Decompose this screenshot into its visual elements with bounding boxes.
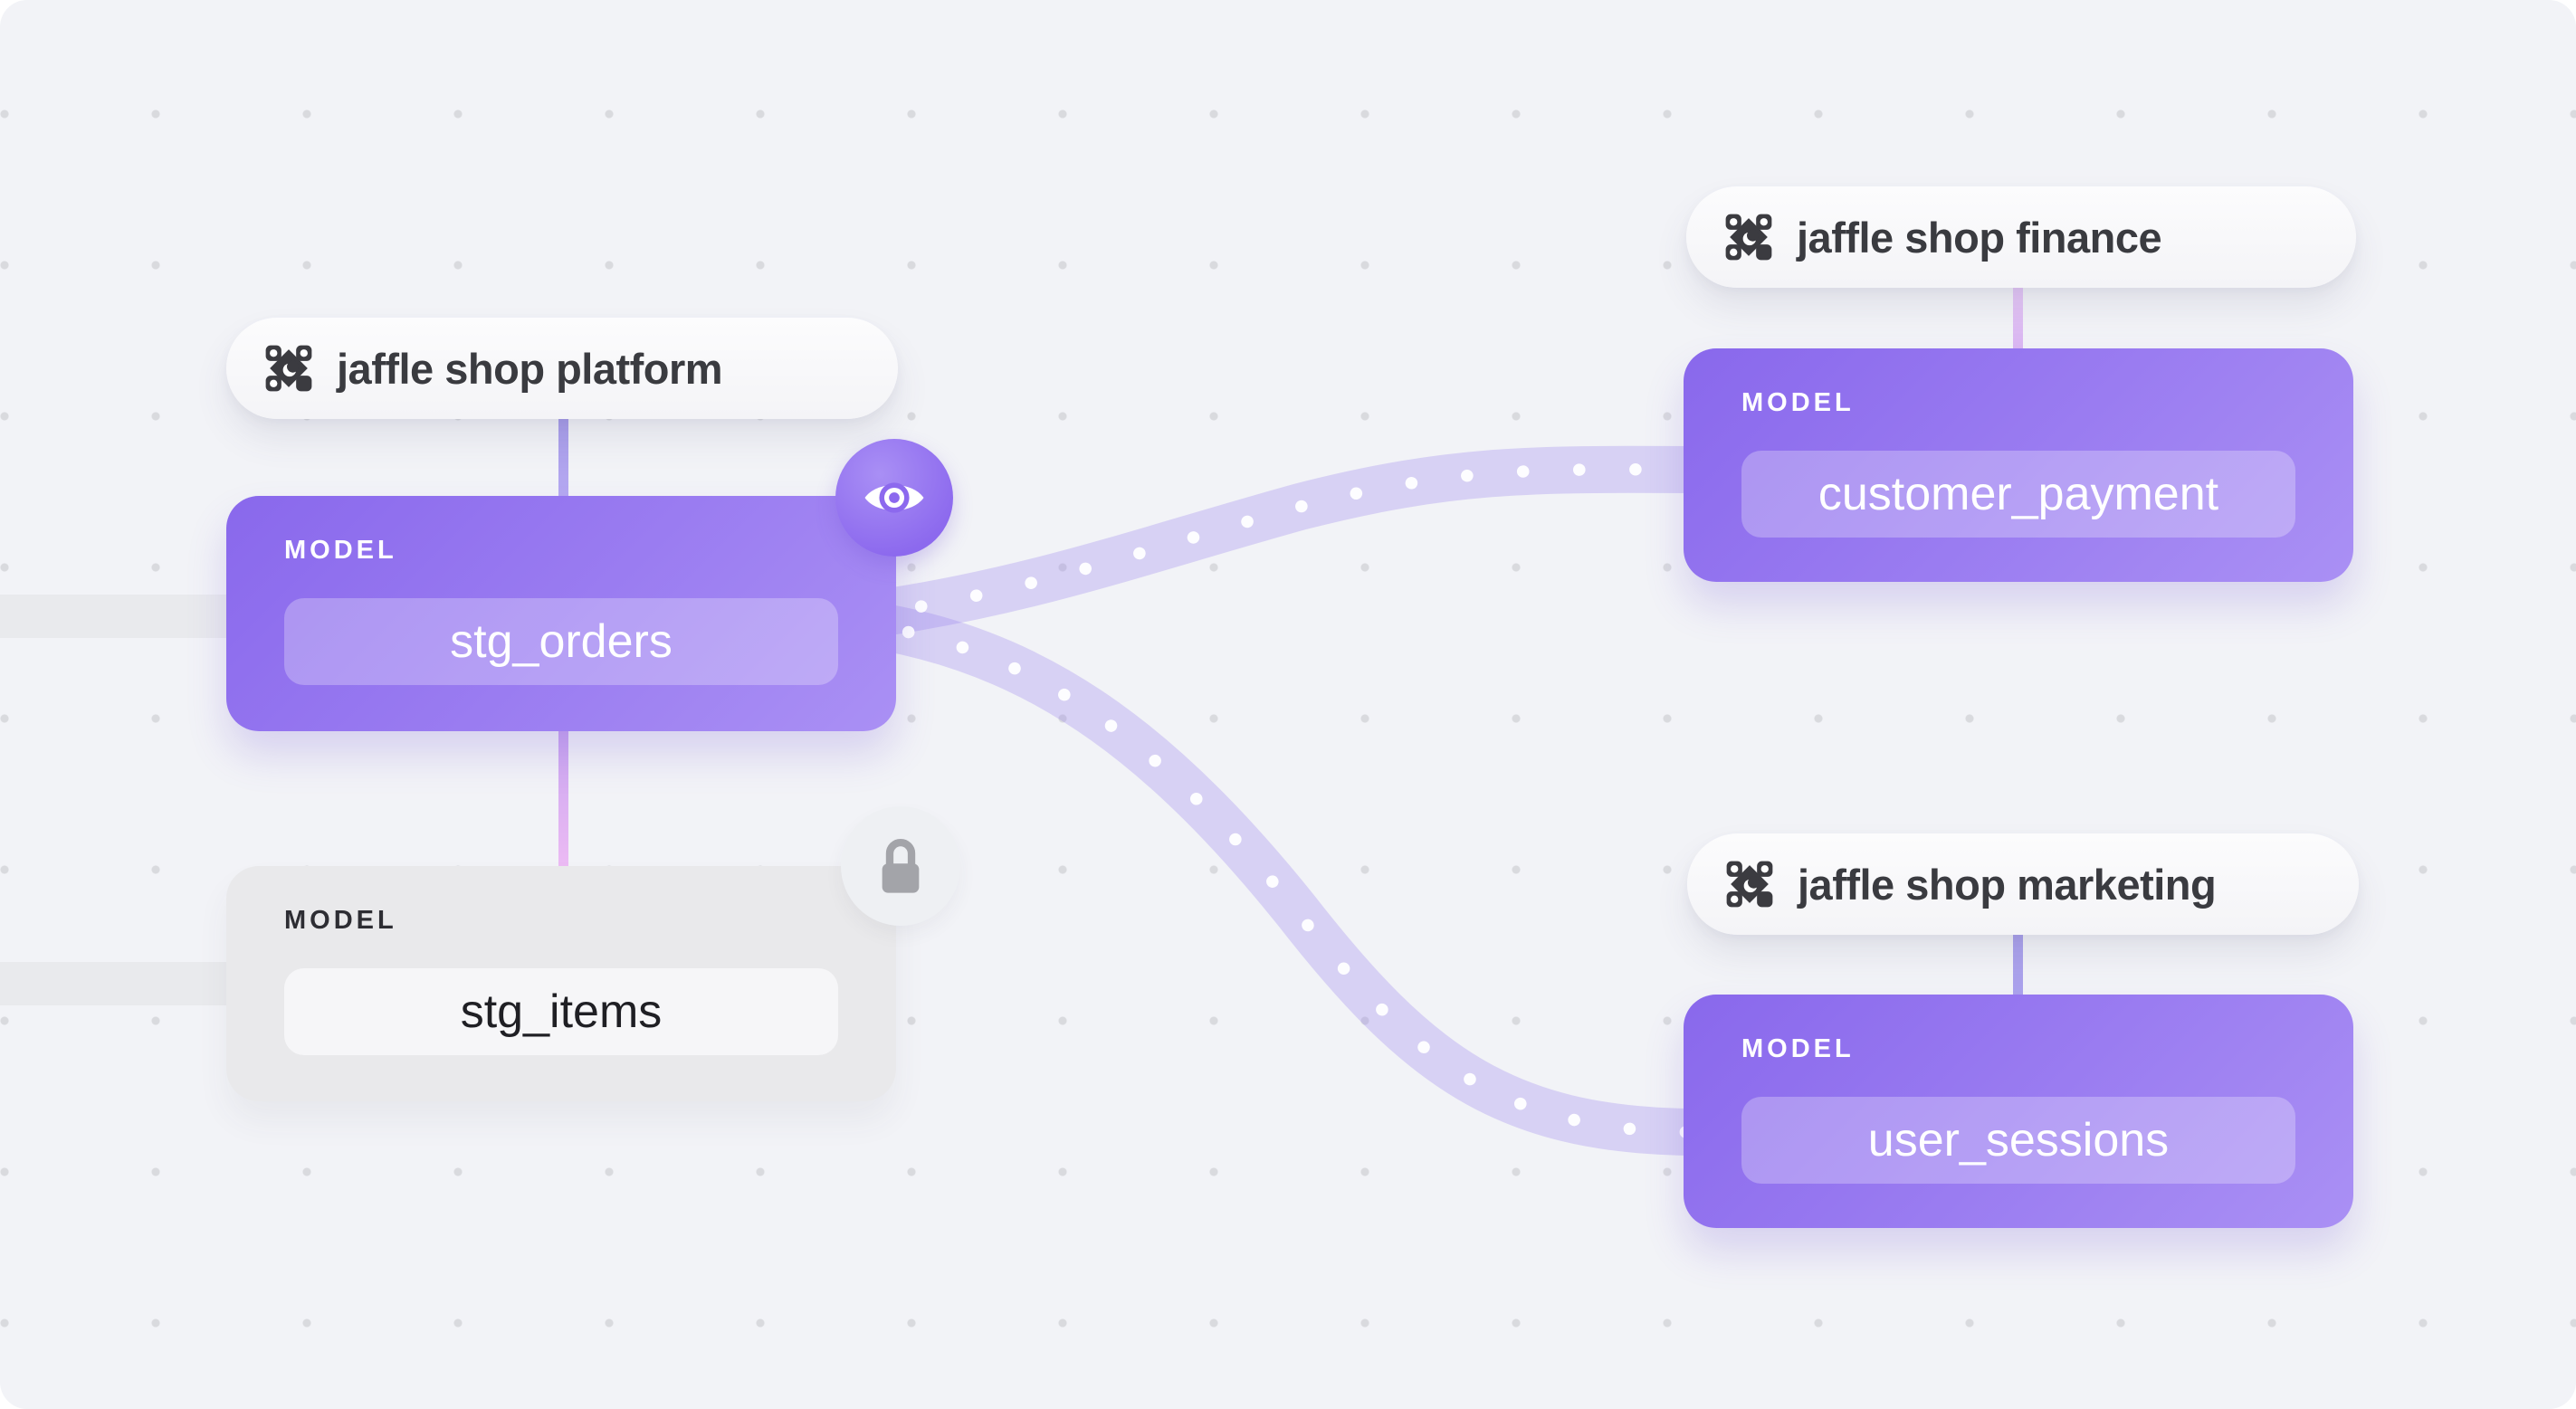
group-pill-platform[interactable]: jaffle shop platform	[226, 318, 898, 419]
visibility-badge[interactable]	[835, 439, 953, 557]
model-node-stg-items[interactable]: MODEL stg_items	[226, 866, 896, 1101]
node-type-label: MODEL	[284, 536, 397, 565]
node-name-box: stg_items	[284, 968, 838, 1055]
lineage-ribbons	[883, 445, 1695, 1156]
node-name: customer_payment	[1818, 468, 2219, 520]
group-connector-lines	[558, 282, 2023, 998]
model-node-stg-orders[interactable]: MODEL stg_orders	[226, 496, 896, 731]
edge-stg-orders-to-customer-payment	[885, 445, 1690, 635]
locked-badge[interactable]	[841, 806, 960, 926]
node-name-box: stg_orders	[284, 598, 838, 685]
model-node-customer-payment[interactable]: MODEL customer_payment	[1684, 348, 2353, 582]
node-name: stg_items	[460, 985, 663, 1038]
dbt-logo-icon	[265, 345, 312, 392]
node-name-box: customer_payment	[1741, 451, 2295, 538]
dbt-logo-icon	[1726, 861, 1773, 908]
node-name: user_sessions	[1867, 1114, 2170, 1166]
node-name-box: user_sessions	[1741, 1097, 2295, 1184]
node-type-label: MODEL	[1741, 1034, 1855, 1063]
lock-icon	[882, 838, 920, 893]
gray-upstream-edges	[0, 595, 241, 1005]
dbt-logo-icon	[1725, 214, 1772, 261]
node-type-label: MODEL	[1741, 388, 1855, 417]
group-pill-finance[interactable]: jaffle shop finance	[1686, 186, 2356, 288]
group-pill-marketing[interactable]: jaffle shop marketing	[1687, 833, 2359, 935]
edge-stg-orders-to-user-sessions	[884, 605, 1690, 1156]
group-label: jaffle shop platform	[337, 344, 723, 393]
node-type-label: MODEL	[284, 906, 397, 935]
eye-icon	[864, 482, 924, 513]
node-name: stg_orders	[450, 615, 673, 668]
model-node-user-sessions[interactable]: MODEL user_sessions	[1684, 995, 2353, 1228]
group-label: jaffle shop marketing	[1798, 860, 2217, 909]
group-label: jaffle shop finance	[1797, 213, 2162, 262]
